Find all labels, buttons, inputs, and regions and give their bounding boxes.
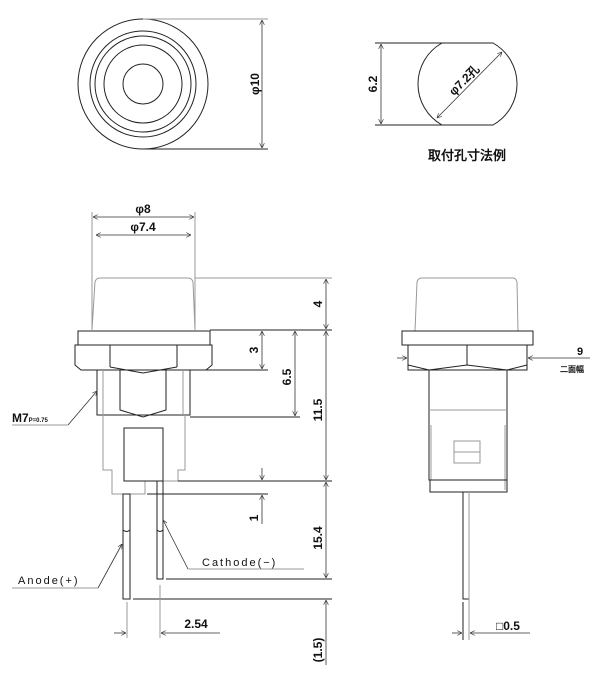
dim-hex-height: 3 xyxy=(247,346,261,353)
dim-cap-height: 4 xyxy=(311,300,325,307)
thread-spec: M7P=0.75 xyxy=(12,411,49,425)
dim-cap-diameter: φ8 xyxy=(135,202,151,216)
dim-pin-length: 15.4 xyxy=(311,526,325,550)
dim-cap-inner-diameter: φ7.4 xyxy=(130,220,156,234)
dim-pin-size: □0.5 xyxy=(496,619,520,633)
dim-body-height: 11.5 xyxy=(311,398,325,421)
side-view: 9 二面幅 □0.5 xyxy=(397,277,590,640)
front-view: φ8 φ7.4 4 11.5 6.5 3 xyxy=(12,202,332,665)
dim-pin-offset: 1 xyxy=(247,514,261,521)
dim-hole-height: 6.2 xyxy=(366,75,380,92)
across-flats-label: 二面幅 xyxy=(560,364,584,374)
dim-across-flats: 9 xyxy=(577,346,583,358)
mount-hole-caption: 取付孔寸法例 xyxy=(428,148,506,163)
dim-pin-extra: (1.5) xyxy=(311,638,325,663)
cathode-label: Cathode(−) xyxy=(202,557,277,569)
dim-thread-height: 6.5 xyxy=(280,368,294,385)
dim-hole-diameter: φ7.2孔 xyxy=(446,62,482,98)
dim-pin-pitch: 2.54 xyxy=(184,617,208,631)
top-view: φ10 xyxy=(77,18,268,150)
dim-outer-diameter: φ10 xyxy=(248,73,262,95)
anode-label: Anode(+) xyxy=(18,575,80,587)
mount-hole-view: 6.2 φ7.2孔 取付孔寸法例 xyxy=(366,42,518,163)
